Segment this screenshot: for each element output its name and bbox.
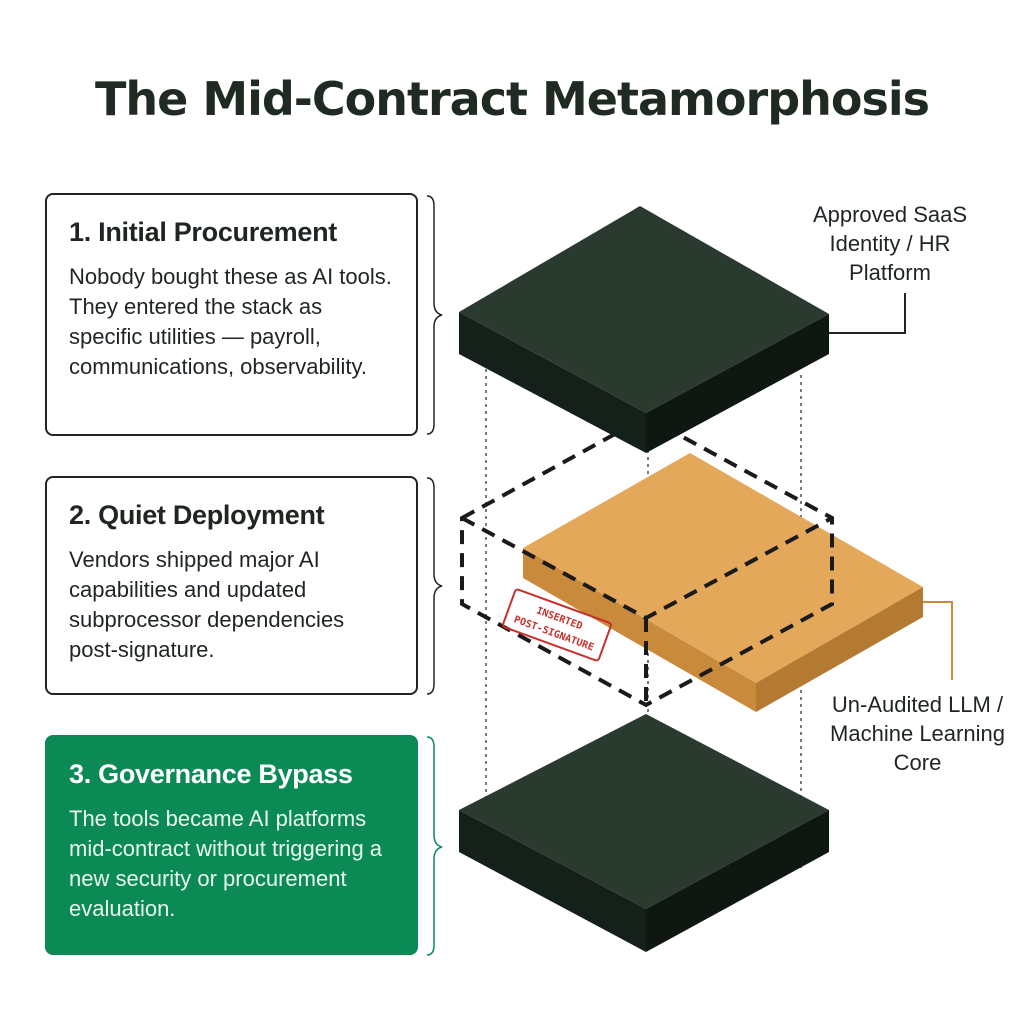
step-description: Nobody bought these as AI tools. They en… (69, 264, 392, 379)
step-heading: 3. Governance Bypass (69, 759, 353, 789)
step-heading: 1. Initial Procurement (69, 217, 337, 247)
step-card-quiet-deployment: 2. Quiet Deployment Vendors shipped majo… (45, 476, 418, 695)
middle-layer-leader-line (923, 601, 953, 680)
top-layer-slab (459, 206, 829, 453)
step-card-initial-procurement: 1. Initial Procurement Nobody bought the… (45, 193, 418, 436)
step-heading: 2. Quiet Deployment (69, 500, 325, 530)
brace-icon (426, 195, 443, 435)
brace-icon (426, 736, 443, 956)
middle-layer-slab (523, 453, 923, 712)
step-card-governance-bypass: 3. Governance Bypass The tools became AI… (45, 735, 418, 955)
step-description: Vendors shipped major AI capabilities an… (69, 547, 345, 662)
brace-group (426, 195, 443, 695)
step-description: The tools became AI platforms mid-contra… (69, 806, 383, 921)
middle-layer-label: Un-Audited LLM / Machine Learning Core (830, 692, 1005, 775)
bottom-layer-slab (459, 714, 829, 952)
top-layer-leader-line (829, 293, 906, 334)
top-layer-label: Approved SaaS Identity / HR Platform (812, 202, 968, 285)
brace-icon (426, 477, 443, 695)
page-title: The Mid-Contract Metamorphosis (94, 72, 930, 126)
